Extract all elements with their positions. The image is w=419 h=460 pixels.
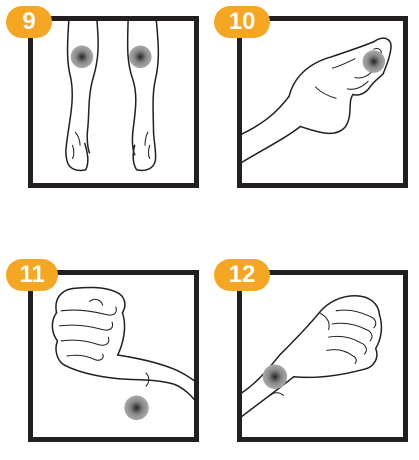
fist-inner-wrist-illustration bbox=[242, 294, 383, 418]
acupressure-point-icon bbox=[362, 50, 386, 73]
step-9-panel bbox=[28, 16, 199, 188]
step-10-panel bbox=[237, 16, 408, 188]
step-11-panel bbox=[28, 270, 199, 442]
step-number-badge: 10 bbox=[214, 6, 270, 38]
acupressure-point-icon bbox=[124, 395, 149, 421]
hand-fingertips-illustration bbox=[242, 37, 392, 164]
legs-illustration bbox=[65, 21, 160, 172]
fist-outer-wrist-illustration bbox=[51, 286, 194, 421]
step-number-badge: 9 bbox=[6, 6, 52, 38]
step-12-panel bbox=[237, 270, 408, 442]
step-number-badge: 12 bbox=[214, 259, 270, 291]
acupressure-point-icon bbox=[262, 364, 288, 389]
acupressure-point-icon bbox=[70, 45, 94, 69]
step-number-badge: 11 bbox=[6, 259, 58, 291]
acupressure-point-icon bbox=[129, 45, 152, 69]
